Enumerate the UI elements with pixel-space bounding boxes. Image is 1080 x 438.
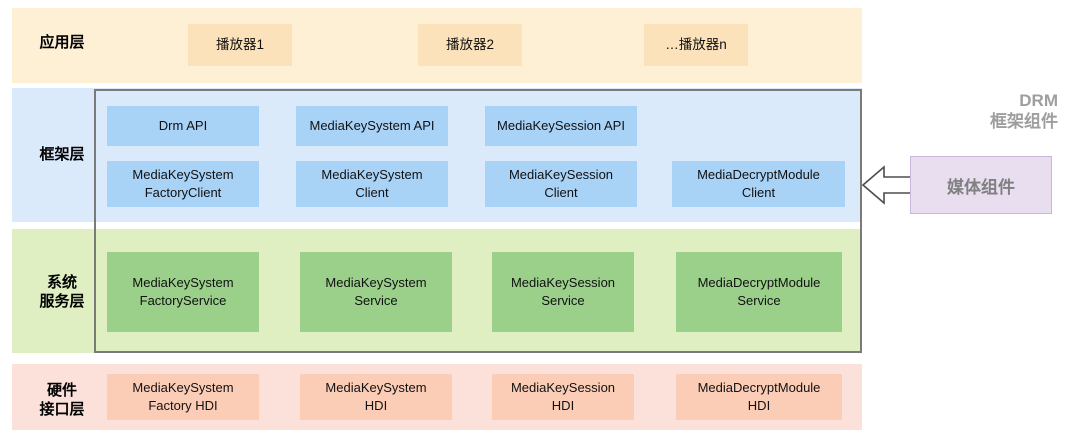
framework-box-mediakeysystemfactoryclient[interactable]: MediaKeySystem FactoryClient bbox=[107, 161, 259, 207]
hardware-box-mediadecryptmodule-hdi[interactable]: MediaDecryptModule HDI bbox=[676, 374, 842, 420]
drm-group-frame bbox=[94, 89, 862, 353]
system-box-mediakeysessionservice[interactable]: MediaKeySession Service bbox=[492, 252, 634, 332]
left-block-arrow-icon bbox=[861, 163, 916, 207]
app-box-player-2[interactable]: 播放器2 bbox=[418, 24, 522, 66]
app-box-player-n[interactable]: …播放器n bbox=[644, 24, 748, 66]
framework-box-mediadecryptmoduleclient[interactable]: MediaDecryptModule Client bbox=[672, 161, 845, 207]
framework-box-drm-api[interactable]: Drm API bbox=[107, 106, 259, 146]
layer-label-application: 应用层 bbox=[39, 34, 85, 51]
layer-label-system-service: 系统 服务层 bbox=[39, 274, 85, 310]
layer-label-framework: 框架层 bbox=[39, 146, 85, 163]
drm-group-caption: DRM 框架组件 bbox=[990, 91, 1058, 132]
hardware-box-mediakeysystemfactory-hdi[interactable]: MediaKeySystem Factory HDI bbox=[107, 374, 259, 420]
system-box-mediakeysystemfactoryservice[interactable]: MediaKeySystem FactoryService bbox=[107, 252, 259, 332]
framework-box-mediakeysystem-api[interactable]: MediaKeySystem API bbox=[296, 106, 448, 146]
hardware-box-mediakeysession-hdi[interactable]: MediaKeySession HDI bbox=[492, 374, 634, 420]
layer-label-hardware-interface: 硬件 接口层 bbox=[39, 382, 85, 418]
system-box-mediadecryptmoduleservice[interactable]: MediaDecryptModule Service bbox=[676, 252, 842, 332]
hardware-box-mediakeysystem-hdi[interactable]: MediaKeySystem HDI bbox=[300, 374, 452, 420]
external-media-component-box[interactable]: 媒体组件 bbox=[910, 156, 1052, 214]
framework-box-mediakeysession-api[interactable]: MediaKeySession API bbox=[485, 106, 637, 146]
app-box-player-1[interactable]: 播放器1 bbox=[188, 24, 292, 66]
system-box-mediakeysystemservice[interactable]: MediaKeySystem Service bbox=[300, 252, 452, 332]
framework-box-mediakeysessionclient[interactable]: MediaKeySession Client bbox=[485, 161, 637, 207]
framework-box-mediakeysystemclient[interactable]: MediaKeySystem Client bbox=[296, 161, 448, 207]
